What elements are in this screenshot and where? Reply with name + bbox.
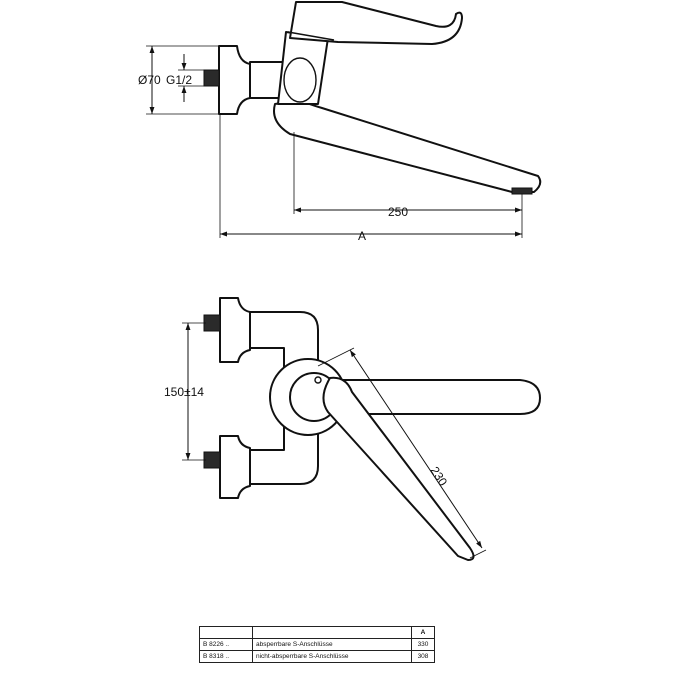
lower-thread xyxy=(203,451,221,469)
spec-table: A B 8226 .. absperrbare S-Anschlüsse 330… xyxy=(199,626,435,663)
lower-rosette xyxy=(219,435,251,499)
header-cell-a: A xyxy=(411,626,435,639)
row-code: B 8226 .. xyxy=(199,638,253,651)
connection-spacing-label: 150±14 xyxy=(164,385,204,399)
header-cell xyxy=(199,626,253,639)
diameter-label: Ø70 xyxy=(138,73,161,87)
header-cell xyxy=(252,626,412,639)
side-view: Ø70 G1/2 250 A xyxy=(138,1,542,243)
table-row: B 8318 .. nicht-absperrbare S-Anschlüsse… xyxy=(199,650,435,663)
cartridge-ring xyxy=(287,31,335,41)
row-a-value: 308 xyxy=(411,650,435,663)
thread-label: G1/2 xyxy=(166,73,192,87)
cartridge-knob xyxy=(283,57,317,103)
upper-rosette xyxy=(219,297,251,363)
spec-table-header: A xyxy=(199,626,435,639)
lever-length-label: 230 xyxy=(427,464,450,489)
top-view: 150±14 230 xyxy=(164,297,541,561)
spout-length-label: 250 xyxy=(388,205,408,219)
lever-handle xyxy=(289,1,463,45)
table-row: B 8226 .. absperrbare S-Anschlüsse 330 xyxy=(199,638,435,651)
row-code: B 8318 .. xyxy=(199,650,253,663)
total-length-label: A xyxy=(358,229,366,243)
lever-pivot-icon-2 xyxy=(314,376,322,384)
row-a-value: 330 xyxy=(411,638,435,651)
wall-rosette xyxy=(218,45,251,115)
spout xyxy=(273,99,542,193)
row-description: nicht-absperrbare S-Anschlüsse xyxy=(252,650,412,663)
spout-outlet xyxy=(511,187,533,195)
thread-stub xyxy=(203,69,220,87)
row-description: absperrbare S-Anschlüsse xyxy=(252,638,412,651)
upper-thread xyxy=(203,314,221,332)
